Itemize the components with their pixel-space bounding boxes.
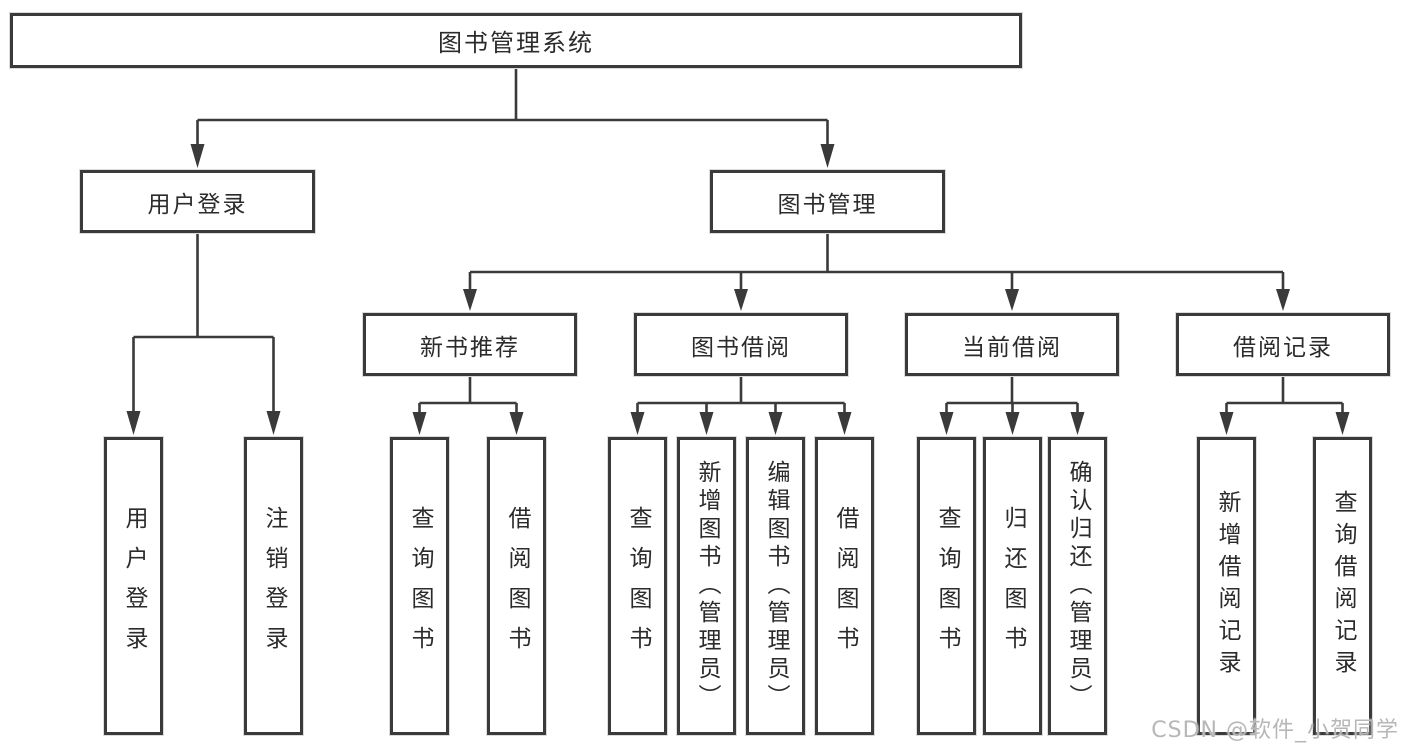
connector-book-borrow-to-leaves [630,376,852,435]
node-label: 新书推荐 [420,334,520,361]
leaf-borrow-books: 借阅图书 [815,437,874,735]
node-book-management: 图书管理 [710,170,945,233]
arrowhead-icon [463,289,477,311]
connector-book-mgmt-to-level3 [463,233,1290,311]
node-label: 借阅记录 [1233,334,1333,361]
node-label: 新增借阅记录 [1214,490,1240,682]
node-label: 注销登录 [261,506,287,666]
arrowhead-icon [1005,412,1020,435]
connector-new-books-to-leaves [412,376,524,435]
leaf-add-borrow-record: 新增借阅记录 [1197,437,1256,735]
connector-borrow-records-to-leaves [1219,376,1350,435]
node-label: 归还图书 [1000,506,1026,666]
connector-root-to-level2 [190,68,835,168]
csdn-watermark: CSDN @软件_小贺同学 [1151,718,1399,743]
node-borrowing-records: 借阅记录 [1176,313,1390,376]
leaf-user-login: 用户登录 [104,437,163,735]
node-label: 查询借阅记录 [1330,490,1356,682]
arrowhead-icon [820,144,835,168]
node-current-borrowing: 当前借阅 [905,313,1119,376]
arrowhead-icon [1219,412,1234,435]
arrowhead-icon [126,411,141,435]
arrowhead-icon [412,412,427,435]
connector-current-borrow-to-leaves [939,376,1085,435]
arrowhead-icon [768,412,783,435]
node-label: 查询图书 [407,506,433,666]
node-label: 查询图书 [625,506,651,666]
leaf-add-books-admin: 新增图书（管理员） [677,437,736,735]
leaf-logout: 注销登录 [244,437,303,735]
node-label: 图书管理 [777,191,878,218]
leaf-query-books-borrow: 查询图书 [608,437,667,735]
leaf-confirm-return-admin: 确认归还（管理员） [1048,437,1107,735]
node-label: 用户登录 [147,191,248,218]
node-new-book-recommend: 新书推荐 [363,313,577,376]
arrowhead-icon [1070,412,1085,435]
node-label: 确认归还（管理员） [1065,460,1091,712]
leaf-return-books: 归还图书 [983,437,1042,735]
leaf-query-books-recommend: 查询图书 [390,437,449,735]
leaf-query-borrow-record: 查询借阅记录 [1313,437,1372,735]
arrowhead-icon [266,411,281,435]
node-label: 当前借阅 [962,334,1062,361]
arrowhead-icon [1276,289,1290,311]
node-label: 编辑图书（管理员） [763,460,789,712]
node-label: 用户登录 [121,506,147,666]
node-label: 新增图书（管理员） [694,460,720,712]
leaf-borrow-books-recommend: 借阅图书 [487,437,546,735]
arrowhead-icon [190,144,205,168]
node-label: 图书借阅 [691,334,791,361]
node-label: 图书管理系统 [438,29,594,57]
leaf-edit-books-admin: 编辑图书（管理员） [746,437,805,735]
node-label: 借阅图书 [504,506,530,666]
arrowhead-icon [734,289,748,311]
arrowhead-icon [699,412,714,435]
arrowhead-icon [939,412,954,435]
connector-user-login-to-leaves [126,233,281,435]
node-label: 查询图书 [934,506,960,666]
arrowhead-icon [630,412,645,435]
arrowhead-icon [1335,412,1350,435]
node-user-login-group: 用户登录 [80,170,315,233]
arrowhead-icon [837,412,852,435]
node-library-management-system: 图书管理系统 [10,13,1022,68]
node-book-borrowing: 图书借阅 [634,313,848,376]
arrowhead-icon [509,412,524,435]
arrowhead-icon [1005,289,1019,311]
leaf-query-books-current: 查询图书 [917,437,976,735]
node-label: 借阅图书 [832,506,858,666]
